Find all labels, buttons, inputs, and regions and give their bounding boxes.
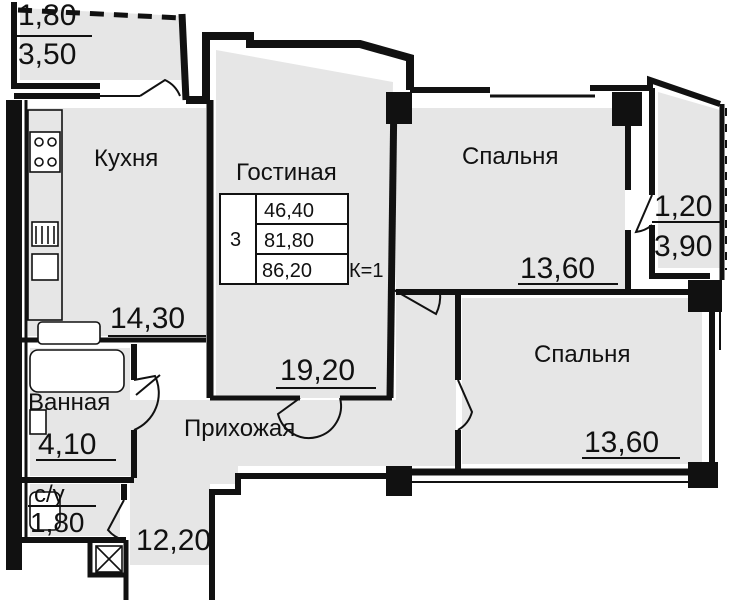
stove-icon <box>29 131 61 173</box>
bathroom-area: 4,10 <box>38 428 96 461</box>
balcony-top-value-a: 1,80 <box>18 0 76 32</box>
balcony-right-wall <box>178 13 190 101</box>
bedroom2-door-swing <box>457 379 474 431</box>
left-exterior-wall <box>6 100 22 570</box>
loggia-floor <box>658 92 720 268</box>
burner-icon <box>34 137 44 147</box>
wc-door-swing <box>106 499 125 541</box>
hall-area: 12,20 <box>136 524 211 557</box>
bedroom2-name: Спальня <box>534 341 630 368</box>
kitchen-area: 14,30 <box>110 302 185 335</box>
sink-icon <box>31 253 59 281</box>
column <box>386 92 412 124</box>
bedroom1-floor <box>396 108 625 290</box>
toilet-icon <box>29 409 47 435</box>
columns <box>386 92 722 496</box>
loggia-value-b: 3,90 <box>654 230 712 263</box>
living-bay-wall <box>186 32 414 104</box>
walls <box>6 2 727 600</box>
summary-coefficient: К=1 <box>349 260 383 282</box>
bathtub-icon <box>29 349 125 393</box>
column <box>386 466 412 496</box>
burner-icon <box>34 157 44 167</box>
bedroom1-area: 13,60 <box>520 252 595 285</box>
bedroom2-floor <box>462 298 702 464</box>
balcony-top-window <box>17 7 183 21</box>
washbasin-icon <box>37 321 101 345</box>
balcony-door-swing <box>139 78 181 97</box>
burner-icon <box>47 137 57 147</box>
kitchen-door-swing <box>135 374 161 396</box>
living-door-swing <box>276 397 342 439</box>
summary-living-area: 46,40 <box>264 200 314 222</box>
wc-toilet-icon <box>29 491 61 531</box>
loggia-value-a: 1,20 <box>654 190 712 223</box>
kitchen-name: Кухня <box>94 145 158 172</box>
summary-total-balcony-cell <box>255 253 349 285</box>
floor-fills <box>20 8 720 565</box>
wc-name: с/у <box>34 481 65 508</box>
bedroom1-top-right <box>590 75 721 107</box>
fixtures <box>27 109 125 573</box>
hall-bottom-wall <box>209 473 396 600</box>
bedroom1-door-swing <box>393 289 442 316</box>
balcony-top-floor <box>20 8 182 80</box>
balcony-top-value-b: 3,50 <box>18 38 76 71</box>
hall-floor <box>130 292 456 565</box>
bedroom1-name: Спальня <box>462 143 558 170</box>
shaft-diagonal <box>95 545 123 573</box>
labels: 1,80 3,50 Кухня 14,30 Гостиная 19,20 3 4… <box>18 0 712 557</box>
kitchen-counter <box>27 109 63 321</box>
burner-icon <box>47 157 57 167</box>
bedroom2-area: 13,60 <box>584 426 659 459</box>
area-underlines <box>16 35 722 507</box>
living-name: Гостиная <box>236 159 337 186</box>
living-area: 19,20 <box>280 354 355 387</box>
bathroom-name: Ванная <box>28 389 110 416</box>
summary-total-with-balcony: 86,20 <box>262 260 312 282</box>
balcony-top-wall <box>11 2 100 89</box>
loggia-inner-wall-2 <box>649 225 710 279</box>
column <box>612 92 642 126</box>
column <box>688 280 722 312</box>
hall-name: Прихожая <box>184 415 295 442</box>
living-right-wall <box>386 91 398 399</box>
wc-area: 1,80 <box>30 507 85 538</box>
summary-total-area: 81,80 <box>264 230 314 252</box>
wc-shaft <box>87 540 129 578</box>
summary-rooms-count: 3 <box>230 229 241 251</box>
summary-table <box>219 193 349 285</box>
column <box>688 462 718 488</box>
doors <box>106 78 653 541</box>
loggia-door-swing <box>634 194 653 234</box>
